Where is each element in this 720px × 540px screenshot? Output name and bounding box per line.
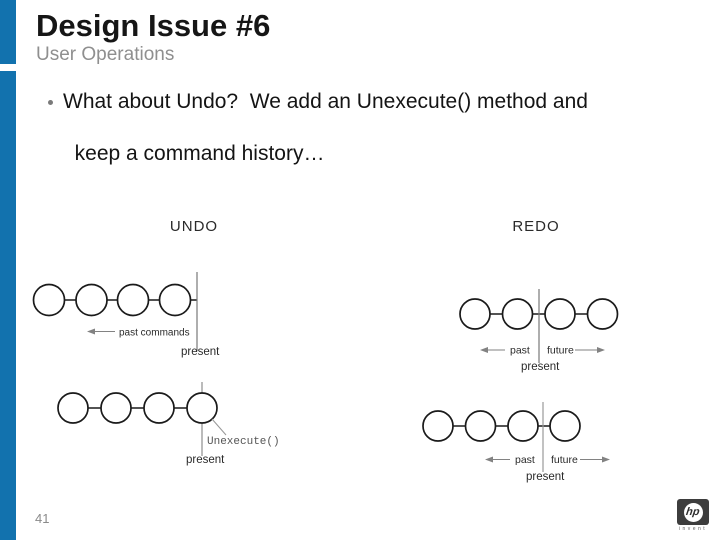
bullet-text: What about Undo? We add an Unexecute() m…	[63, 89, 676, 167]
hp-logo: hp invent	[676, 499, 710, 532]
command-node	[549, 410, 581, 442]
bullet-item: What about Undo? We add an Unexecute() m…	[46, 89, 676, 167]
command-node	[507, 410, 539, 442]
command-node	[422, 410, 454, 442]
command-node	[464, 410, 497, 442]
command-node	[32, 283, 66, 317]
page-number: 41	[35, 511, 50, 526]
command-node	[116, 283, 150, 317]
command-node	[158, 283, 192, 317]
accent-bar-bottom	[0, 71, 16, 540]
command-node	[501, 298, 534, 330]
past-commands-label: past commands	[119, 328, 190, 339]
callout-line	[211, 418, 227, 436]
hp-invent-label: invent	[678, 526, 708, 532]
bullet-line-1: What about Undo? We add an Unexecute() m…	[63, 90, 588, 113]
redo-after-diagram: past future present	[422, 402, 610, 483]
accent-bar-top	[0, 0, 16, 64]
hp-letters: hp	[685, 505, 701, 518]
unexecute-label: Unexecute()	[207, 436, 280, 448]
hp-logo-circle-icon: hp	[683, 502, 703, 522]
slide-title: Design Issue #6	[36, 8, 271, 43]
present-label: present	[181, 346, 220, 358]
slide-subtitle: User Operations	[36, 44, 175, 65]
hp-logo-box: hp	[677, 499, 709, 525]
redo-before-diagram: past future present	[459, 289, 619, 373]
command-node	[459, 298, 491, 330]
past-arrowhead-icon	[87, 328, 95, 335]
future-label: future	[551, 454, 578, 466]
redo-title-label: REDO	[512, 218, 559, 235]
undo-before-diagram: past commands present	[32, 272, 220, 358]
future-arrowhead-icon	[602, 456, 610, 463]
past-arrowhead-icon	[485, 456, 493, 463]
command-node	[57, 392, 89, 424]
future-label: future	[547, 345, 574, 357]
future-arrowhead-icon	[597, 347, 605, 353]
present-label: present	[526, 471, 565, 483]
command-node	[186, 392, 218, 424]
command-node	[100, 392, 132, 424]
undo-title-label: UNDO	[170, 218, 218, 235]
command-node	[544, 298, 576, 330]
past-arrowhead-icon	[480, 347, 488, 353]
bullet-line-2: keep a command history…	[74, 142, 325, 165]
command-node	[75, 283, 108, 317]
undo-after-diagram: Unexecute() present	[57, 382, 280, 466]
past-label: past	[515, 454, 535, 466]
command-node	[586, 298, 619, 330]
past-label: past	[510, 345, 530, 357]
present-label: present	[521, 361, 560, 373]
present-label: present	[186, 454, 225, 466]
command-node	[143, 392, 175, 424]
bullet-marker-icon	[48, 100, 53, 105]
